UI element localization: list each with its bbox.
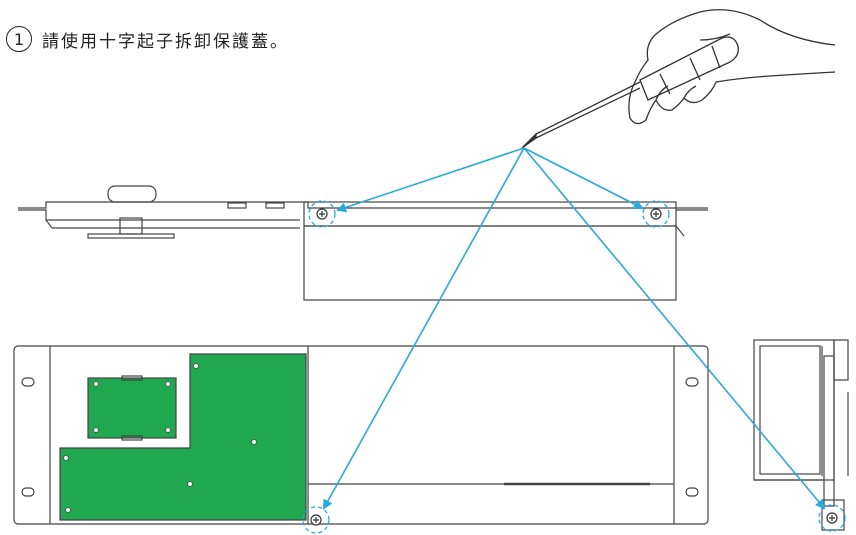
rack-hole [685,377,699,387]
screwdriver-tip [521,132,537,149]
screwdriver-hand-icon [521,9,836,149]
cover-top-strip [303,201,677,227]
device-side-view [753,339,849,531]
arrow-to-side-screw [523,147,826,510]
screwdriver-handle [639,36,739,101]
pointer-arrows [323,147,826,510]
rack-hole [685,487,699,497]
screw-icon [308,200,336,228]
top-plate-edge [18,201,708,209]
arrow-to-front-screw [323,147,525,510]
knob-base [87,233,175,239]
cover-side [303,225,677,301]
sub-board [87,377,177,439]
screw-icon [302,506,330,534]
rack-hole [21,377,35,387]
arrow-to-top-left-screw [336,147,525,213]
knob [107,185,157,203]
arrow-to-top-right-screw [523,147,644,209]
device-front-view [13,345,709,525]
step-number-badge: 1 [6,26,32,52]
board-mount-holes [63,363,257,513]
instruction-step: 1 請使用十字起子拆卸保護蓋。 [6,26,289,52]
hand-outline [628,9,836,125]
device-top-view [18,185,708,301]
screw-icon [642,200,670,228]
rack-hole [21,487,35,497]
instruction-text: 請使用十字起子拆卸保護蓋。 [42,31,289,52]
screwdriver-shaft [535,81,641,135]
circuit-board [59,353,307,521]
screw-icon [818,504,846,532]
